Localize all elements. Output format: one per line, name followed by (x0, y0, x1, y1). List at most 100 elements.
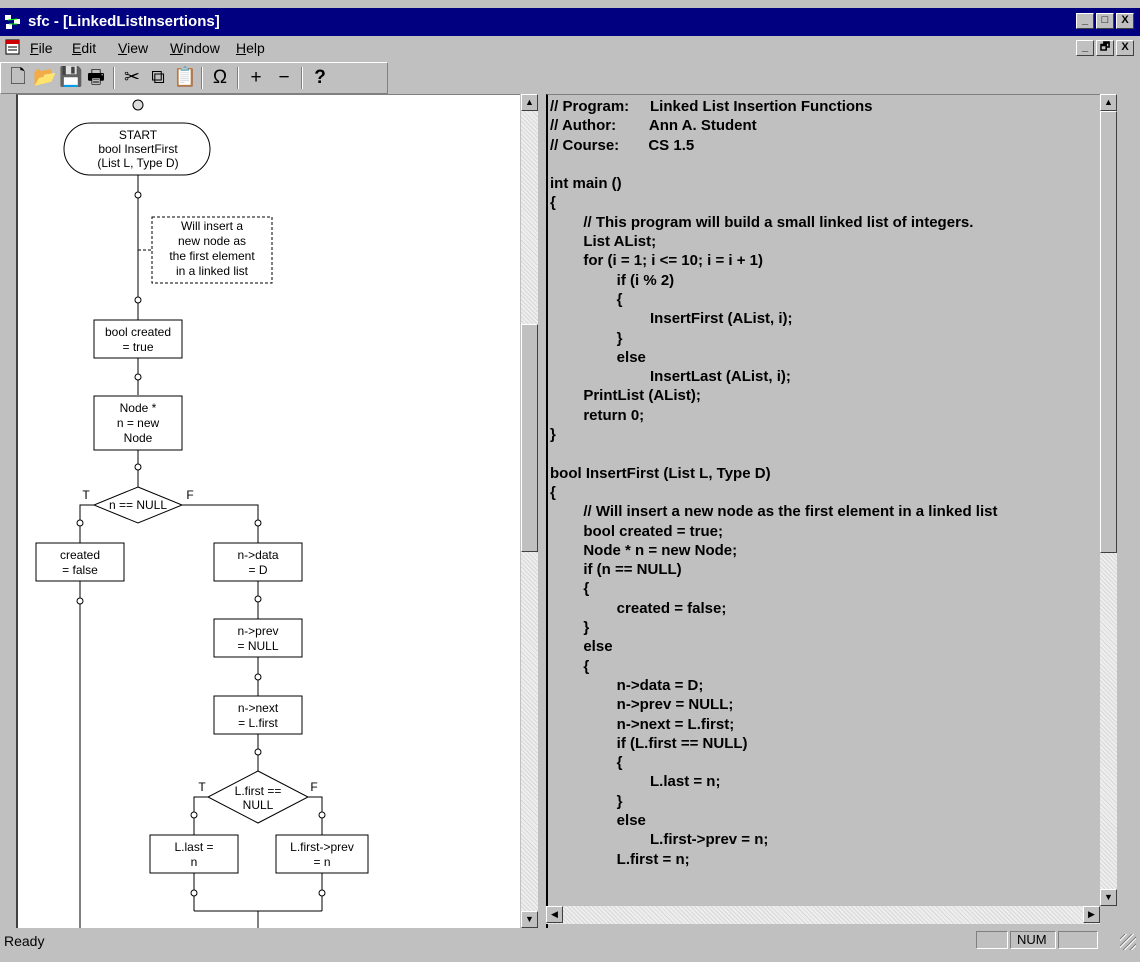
new-file-icon[interactable]: 🗋 (10, 67, 26, 88)
menu-view[interactable]: View (118, 40, 149, 56)
code-line: // This program will build a small linke… (550, 213, 974, 231)
code-line: // Program: Linked List Insertion Functi… (550, 98, 873, 115)
code-line: { (550, 483, 556, 501)
mdi-close-button[interactable]: X (1116, 40, 1134, 56)
scroll-right-button[interactable]: ▶ (1083, 906, 1100, 923)
toolbar-separator (301, 67, 303, 89)
scroll-up-button[interactable]: ▲ (1100, 94, 1117, 111)
box-text: L.last = (174, 840, 213, 854)
code-line: int main () (550, 175, 622, 193)
menu-help[interactable]: Help (236, 40, 265, 56)
pane-splitter[interactable] (538, 94, 546, 928)
paste-icon[interactable]: 📋 (173, 67, 197, 88)
flowchart-pane[interactable]: START bool InsertFirst (List L, Type D) … (16, 94, 520, 928)
comment-box[interactable] (151, 216, 273, 284)
undo-icon[interactable]: Ω (212, 67, 228, 88)
menu-window[interactable]: Window (170, 40, 220, 56)
scroll-thumb[interactable] (521, 324, 538, 552)
code-line: // Will insert a new node as the first e… (550, 503, 998, 521)
box-text: Node (124, 431, 153, 445)
menu-file[interactable]: File (30, 40, 53, 56)
box-text: n->data (237, 548, 278, 562)
print-icon[interactable]: 🖶 (87, 67, 105, 88)
code-line: InsertLast (AList, i); (550, 368, 791, 386)
save-icon[interactable]: 💾 (59, 67, 83, 88)
num-lock-indicator: NUM (1010, 931, 1056, 949)
start-label: (List L, Type D) (97, 156, 178, 170)
toolbar: 🗋 📂 💾 🖶 ✂ ⧉ 📋 Ω + − ? (0, 62, 388, 94)
maximize-button[interactable]: □ (1096, 13, 1114, 29)
document-icon[interactable] (4, 39, 22, 56)
start-terminal[interactable] (63, 122, 211, 176)
zoom-in-icon[interactable]: + (250, 67, 262, 88)
code-line (550, 155, 997, 174)
resize-grip[interactable] (1120, 934, 1136, 950)
box-text: n = new (117, 416, 160, 430)
code-line: PrintList (AList); (550, 387, 701, 405)
scroll-down-button[interactable]: ▼ (521, 911, 538, 928)
start-label: bool InsertFirst (98, 142, 178, 156)
scroll-up-button[interactable]: ▲ (521, 94, 538, 111)
code-line: else (550, 348, 646, 366)
open-folder-icon[interactable]: 📂 (33, 67, 57, 88)
mdi-minimize-button[interactable]: _ (1076, 40, 1094, 56)
code-line: if (i % 2) (550, 271, 675, 289)
scroll-down-button[interactable]: ▼ (1100, 889, 1117, 906)
decision-text: n == NULL (109, 498, 167, 512)
comment-text: in a linked list (176, 264, 249, 278)
branch-false-label: F (310, 780, 317, 794)
toolbar-separator (237, 67, 239, 89)
decision-text: NULL (243, 798, 274, 812)
zoom-out-icon[interactable]: − (278, 67, 290, 88)
branch-true-label: T (198, 780, 206, 794)
scroll-thumb[interactable] (1100, 111, 1117, 553)
mdi-restore-button[interactable]: 🗗 (1096, 40, 1114, 56)
box-text: L.first->prev (290, 840, 354, 854)
comment-text: new node as (178, 234, 246, 248)
flowchart: START bool InsertFirst (List L, Type D) … (35, 99, 369, 928)
toolbar-separator (113, 67, 115, 89)
title-bar[interactable]: sfc - [LinkedListInsertions] _ □ X (0, 8, 1140, 36)
copy-icon[interactable]: ⧉ (151, 67, 165, 88)
code-line: { (550, 754, 623, 772)
decision-n-null[interactable] (92, 486, 184, 524)
box-text: = true (122, 340, 153, 354)
code-pane[interactable]: // Program: Linked List Insertion Functi… (546, 94, 1100, 928)
status-panel-empty (976, 931, 1008, 949)
code-line: else (550, 638, 613, 656)
box-text: = false (62, 563, 98, 577)
process-box-node[interactable] (93, 395, 183, 451)
minimize-button[interactable]: _ (1076, 13, 1094, 29)
code-line: // Author: Ann A. Student (550, 117, 757, 135)
code-line: n->prev = NULL; (550, 696, 734, 714)
cut-icon[interactable]: ✂ (124, 67, 140, 88)
box-text: = NULL (237, 639, 278, 653)
process-box-prev[interactable] (213, 618, 303, 658)
code-scrollbar[interactable]: ▲ ▼ (1100, 94, 1117, 906)
toolbar-separator (201, 67, 203, 89)
code-line: { (550, 194, 556, 212)
branch-true-label: T (82, 488, 90, 502)
close-button[interactable]: X (1116, 13, 1134, 29)
box-text: created (60, 548, 100, 562)
start-label: START (119, 128, 158, 142)
code-line: } (550, 619, 590, 637)
app-icon (5, 15, 20, 29)
help-icon[interactable]: ? (314, 67, 326, 88)
code-line: L.first = n; (550, 850, 690, 868)
code-line (550, 444, 997, 463)
menu-edit[interactable]: Edit (72, 40, 97, 56)
flowchart-scrollbar[interactable]: ▲ ▼ (521, 94, 538, 928)
decision-first-null[interactable] (206, 770, 310, 824)
scroll-left-button[interactable]: ◀ (546, 906, 563, 923)
code-line: { (550, 657, 590, 675)
process-box-first-prev[interactable] (275, 834, 369, 874)
code-line: } (550, 792, 623, 810)
code-horizontal-scrollbar[interactable]: ◀ ▶ (546, 906, 1100, 924)
code-line: { (550, 580, 590, 598)
code-line: InsertFirst (AList, i); (550, 310, 793, 328)
code-text[interactable]: // Program: Linked List Insertion Functi… (550, 97, 997, 869)
entry-connector[interactable] (132, 99, 144, 111)
process-box-next[interactable] (213, 695, 303, 735)
